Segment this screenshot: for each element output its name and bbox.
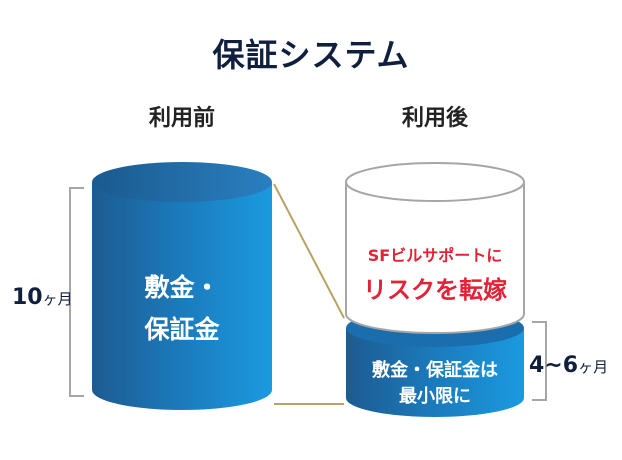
risk-transfer-line2: リスクを転嫁	[363, 276, 507, 304]
duration-before-unit: ヶ月	[42, 290, 73, 308]
cylinder-before-line1: 敷金・	[144, 273, 220, 302]
cylinder-after-line1: 敷金・保証金は	[372, 360, 498, 381]
label-after: 利用後	[401, 106, 468, 131]
cylinder-before	[92, 162, 272, 410]
duration-before: 10ヶ月	[12, 285, 73, 310]
duration-before-number: 10	[12, 285, 43, 310]
cylinder-after-text: 敷金・保証金は 最小限に	[345, 358, 525, 410]
connector-top	[273, 183, 345, 319]
diagram-title: 保証システム	[212, 36, 410, 74]
duration-after: 4~6ヶ月	[529, 353, 608, 378]
cylinder-before-line2: 保証金	[144, 315, 220, 344]
cylinder-before-text: 敷金・ 保証金	[82, 267, 282, 351]
cylinder-after-top	[345, 162, 525, 334]
label-before: 利用前	[148, 106, 215, 131]
bracket-after	[532, 321, 547, 401]
risk-transfer-line1: SFビルサポートに	[367, 246, 503, 265]
bracket-before	[69, 187, 84, 397]
duration-after-number: 4~6	[529, 353, 579, 378]
duration-after-unit: ヶ月	[578, 358, 609, 376]
cylinder-after-line2: 最小限に	[399, 386, 471, 407]
